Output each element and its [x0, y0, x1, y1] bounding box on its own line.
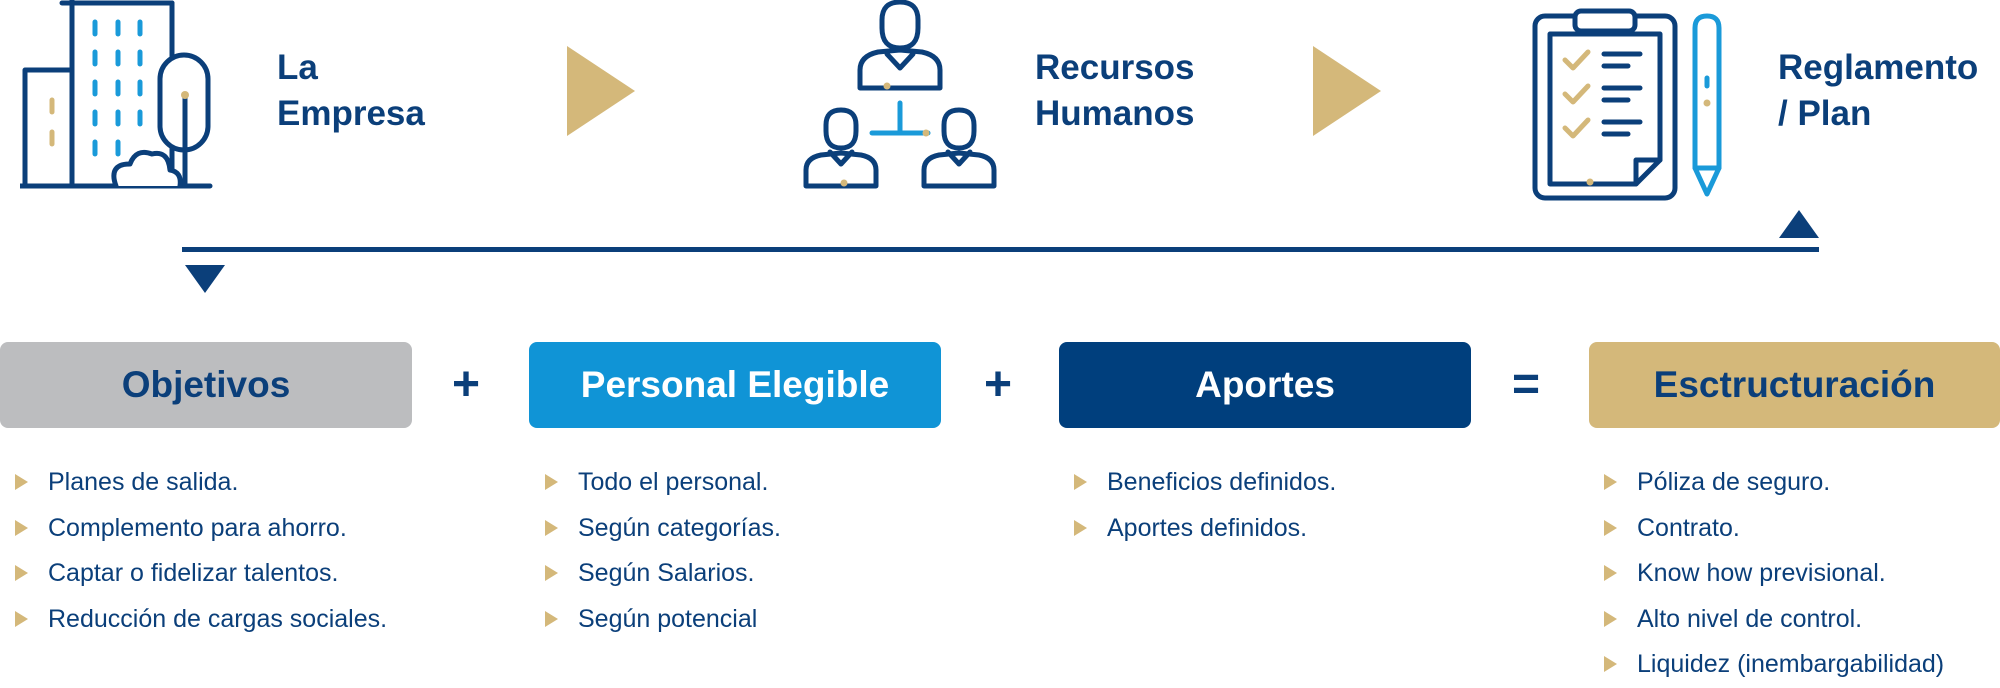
equals-operator: =: [1511, 358, 1541, 411]
box-aportes-label: Aportes: [1195, 364, 1335, 405]
step-title-line2: Humanos: [1035, 94, 1195, 133]
list-objetivos: Planes de salida. Complemento para ahorr…: [15, 460, 387, 642]
list-item: Según Salarios.: [545, 551, 781, 597]
clipboard-checklist-icon: [1532, 8, 1732, 203]
plus-operator: +: [983, 358, 1013, 411]
list-item: Planes de salida.: [15, 460, 387, 506]
list-item: Alto nivel de control.: [1604, 597, 1944, 643]
list-item: Reducción de cargas sociales.: [15, 597, 387, 643]
list-item: Contrato.: [1604, 506, 1944, 552]
up-arrow-icon: [1779, 210, 1819, 238]
step-title-line2: Empresa: [277, 94, 425, 133]
plus-operator: +: [451, 358, 481, 411]
step-title-line1: La: [277, 48, 318, 87]
list-item: Beneficios definidos.: [1074, 460, 1336, 506]
list-item: Liquidez (inembargabilidad): [1604, 642, 1944, 688]
box-objetivos-label: Objetivos: [121, 364, 291, 405]
list-personal-elegible: Todo el personal. Según categorías. Segú…: [545, 460, 781, 642]
list-item: Know how previsional.: [1604, 551, 1944, 597]
list-estructuracion: Póliza de seguro. Contrato. Know how pre…: [1604, 460, 1944, 688]
box-personal-elegible-label: Personal Elegible: [580, 364, 890, 405]
list-item: Póliza de seguro.: [1604, 460, 1944, 506]
box-aportes: Aportes: [1059, 342, 1471, 428]
list-item: Todo el personal.: [545, 460, 781, 506]
list-item: Complemento para ahorro.: [15, 506, 387, 552]
list-item: Según categorías.: [545, 506, 781, 552]
building-icon: [17, 0, 220, 190]
list-item: Según potencial: [545, 597, 781, 643]
box-objetivos: Objetivos: [0, 342, 412, 428]
list-item: Captar o fidelizar talentos.: [15, 551, 387, 597]
step-title-line2: / Plan: [1778, 94, 1872, 133]
flow-arrow-right-icon: [1313, 46, 1381, 136]
people-network-icon: [800, 0, 1000, 190]
box-personal-elegible: Personal Elegible: [529, 342, 941, 428]
step-title-line1: Reglamento: [1778, 48, 1979, 87]
flow-arrow-right-icon: [567, 46, 635, 136]
step-reglamento-plan-title: Reglamento / Plan: [1778, 45, 1978, 137]
feedback-connector-line: [182, 247, 1819, 252]
down-arrow-icon: [185, 265, 225, 293]
step-la-empresa-title: La Empresa: [277, 45, 425, 137]
step-title-line1: Recursos: [1035, 48, 1195, 87]
step-recursos-humanos-title: Recursos Humanos: [1035, 45, 1195, 137]
box-estructuracion-label: Esctructuración: [1653, 364, 1936, 405]
box-estructuracion: Esctructuración: [1589, 342, 2000, 428]
list-aportes: Beneficios definidos. Aportes definidos.: [1074, 460, 1336, 551]
list-item: Aportes definidos.: [1074, 506, 1336, 552]
